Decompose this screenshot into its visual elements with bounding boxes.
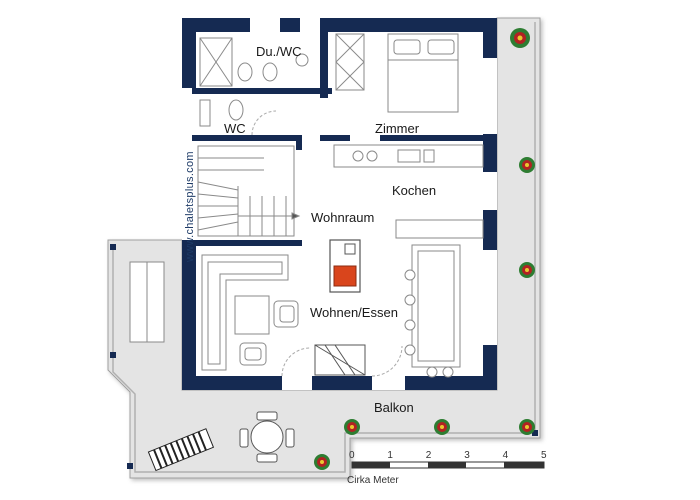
wc-fixtures <box>199 99 244 127</box>
zimmer-bed <box>387 33 459 113</box>
room-label-wc: WC <box>224 121 246 136</box>
armchairs <box>239 300 299 366</box>
scale-tick-label: 1 <box>387 450 393 461</box>
balcony-railing <box>112 22 536 473</box>
plant-icon <box>519 157 535 173</box>
scale-tick-label: 4 <box>503 450 509 461</box>
room-label-wohnraum: Wohnraum <box>311 210 374 225</box>
scale-tick-label: 3 <box>464 450 470 461</box>
scale-caption: Cirka Meter <box>347 475 399 486</box>
coffee-table <box>234 295 270 335</box>
room-label-kochen: Kochen <box>392 183 436 198</box>
scale-tick-labels: 0 1 2 3 4 5 <box>349 450 547 461</box>
plant-icon <box>344 419 360 435</box>
watermark-text: www.chaletsplus.com <box>184 151 196 263</box>
plant-icon <box>519 262 535 278</box>
plant-icon <box>434 419 450 435</box>
room-label-zimmer: Zimmer <box>375 121 420 136</box>
scale-tick-label: 2 <box>426 450 432 461</box>
plants <box>314 28 535 470</box>
corner-sofa <box>201 254 289 371</box>
scale-bar: 0 1 2 3 4 5 Cirka Meter <box>347 450 547 486</box>
walls <box>182 18 497 390</box>
scale-tick-label: 0 <box>349 450 355 461</box>
balcony-round-table <box>239 411 295 463</box>
kitchen-counter <box>333 144 484 168</box>
staircase <box>197 145 301 237</box>
du-wc-fixtures <box>199 37 309 87</box>
room-label-wohnen-essen: Wohnen/Essen <box>310 305 398 320</box>
plant-icon <box>519 419 535 435</box>
entrance-door-swing <box>281 347 311 377</box>
scale-tick-label: 5 <box>541 450 547 461</box>
balcony-door-swing <box>371 345 403 377</box>
room-label-balkon: Balkon <box>374 400 414 415</box>
fireplace <box>329 239 361 293</box>
railing-posts <box>110 244 538 469</box>
sun-lounger <box>147 428 215 472</box>
entrance-stairs <box>314 344 366 376</box>
plant-icon <box>510 28 530 48</box>
zimmer-wardrobe <box>335 33 365 91</box>
plant-icon <box>314 454 330 470</box>
dining-set <box>395 219 484 378</box>
room-label-du-wc: Du./WC <box>256 44 302 59</box>
terrace-bench <box>129 261 165 343</box>
